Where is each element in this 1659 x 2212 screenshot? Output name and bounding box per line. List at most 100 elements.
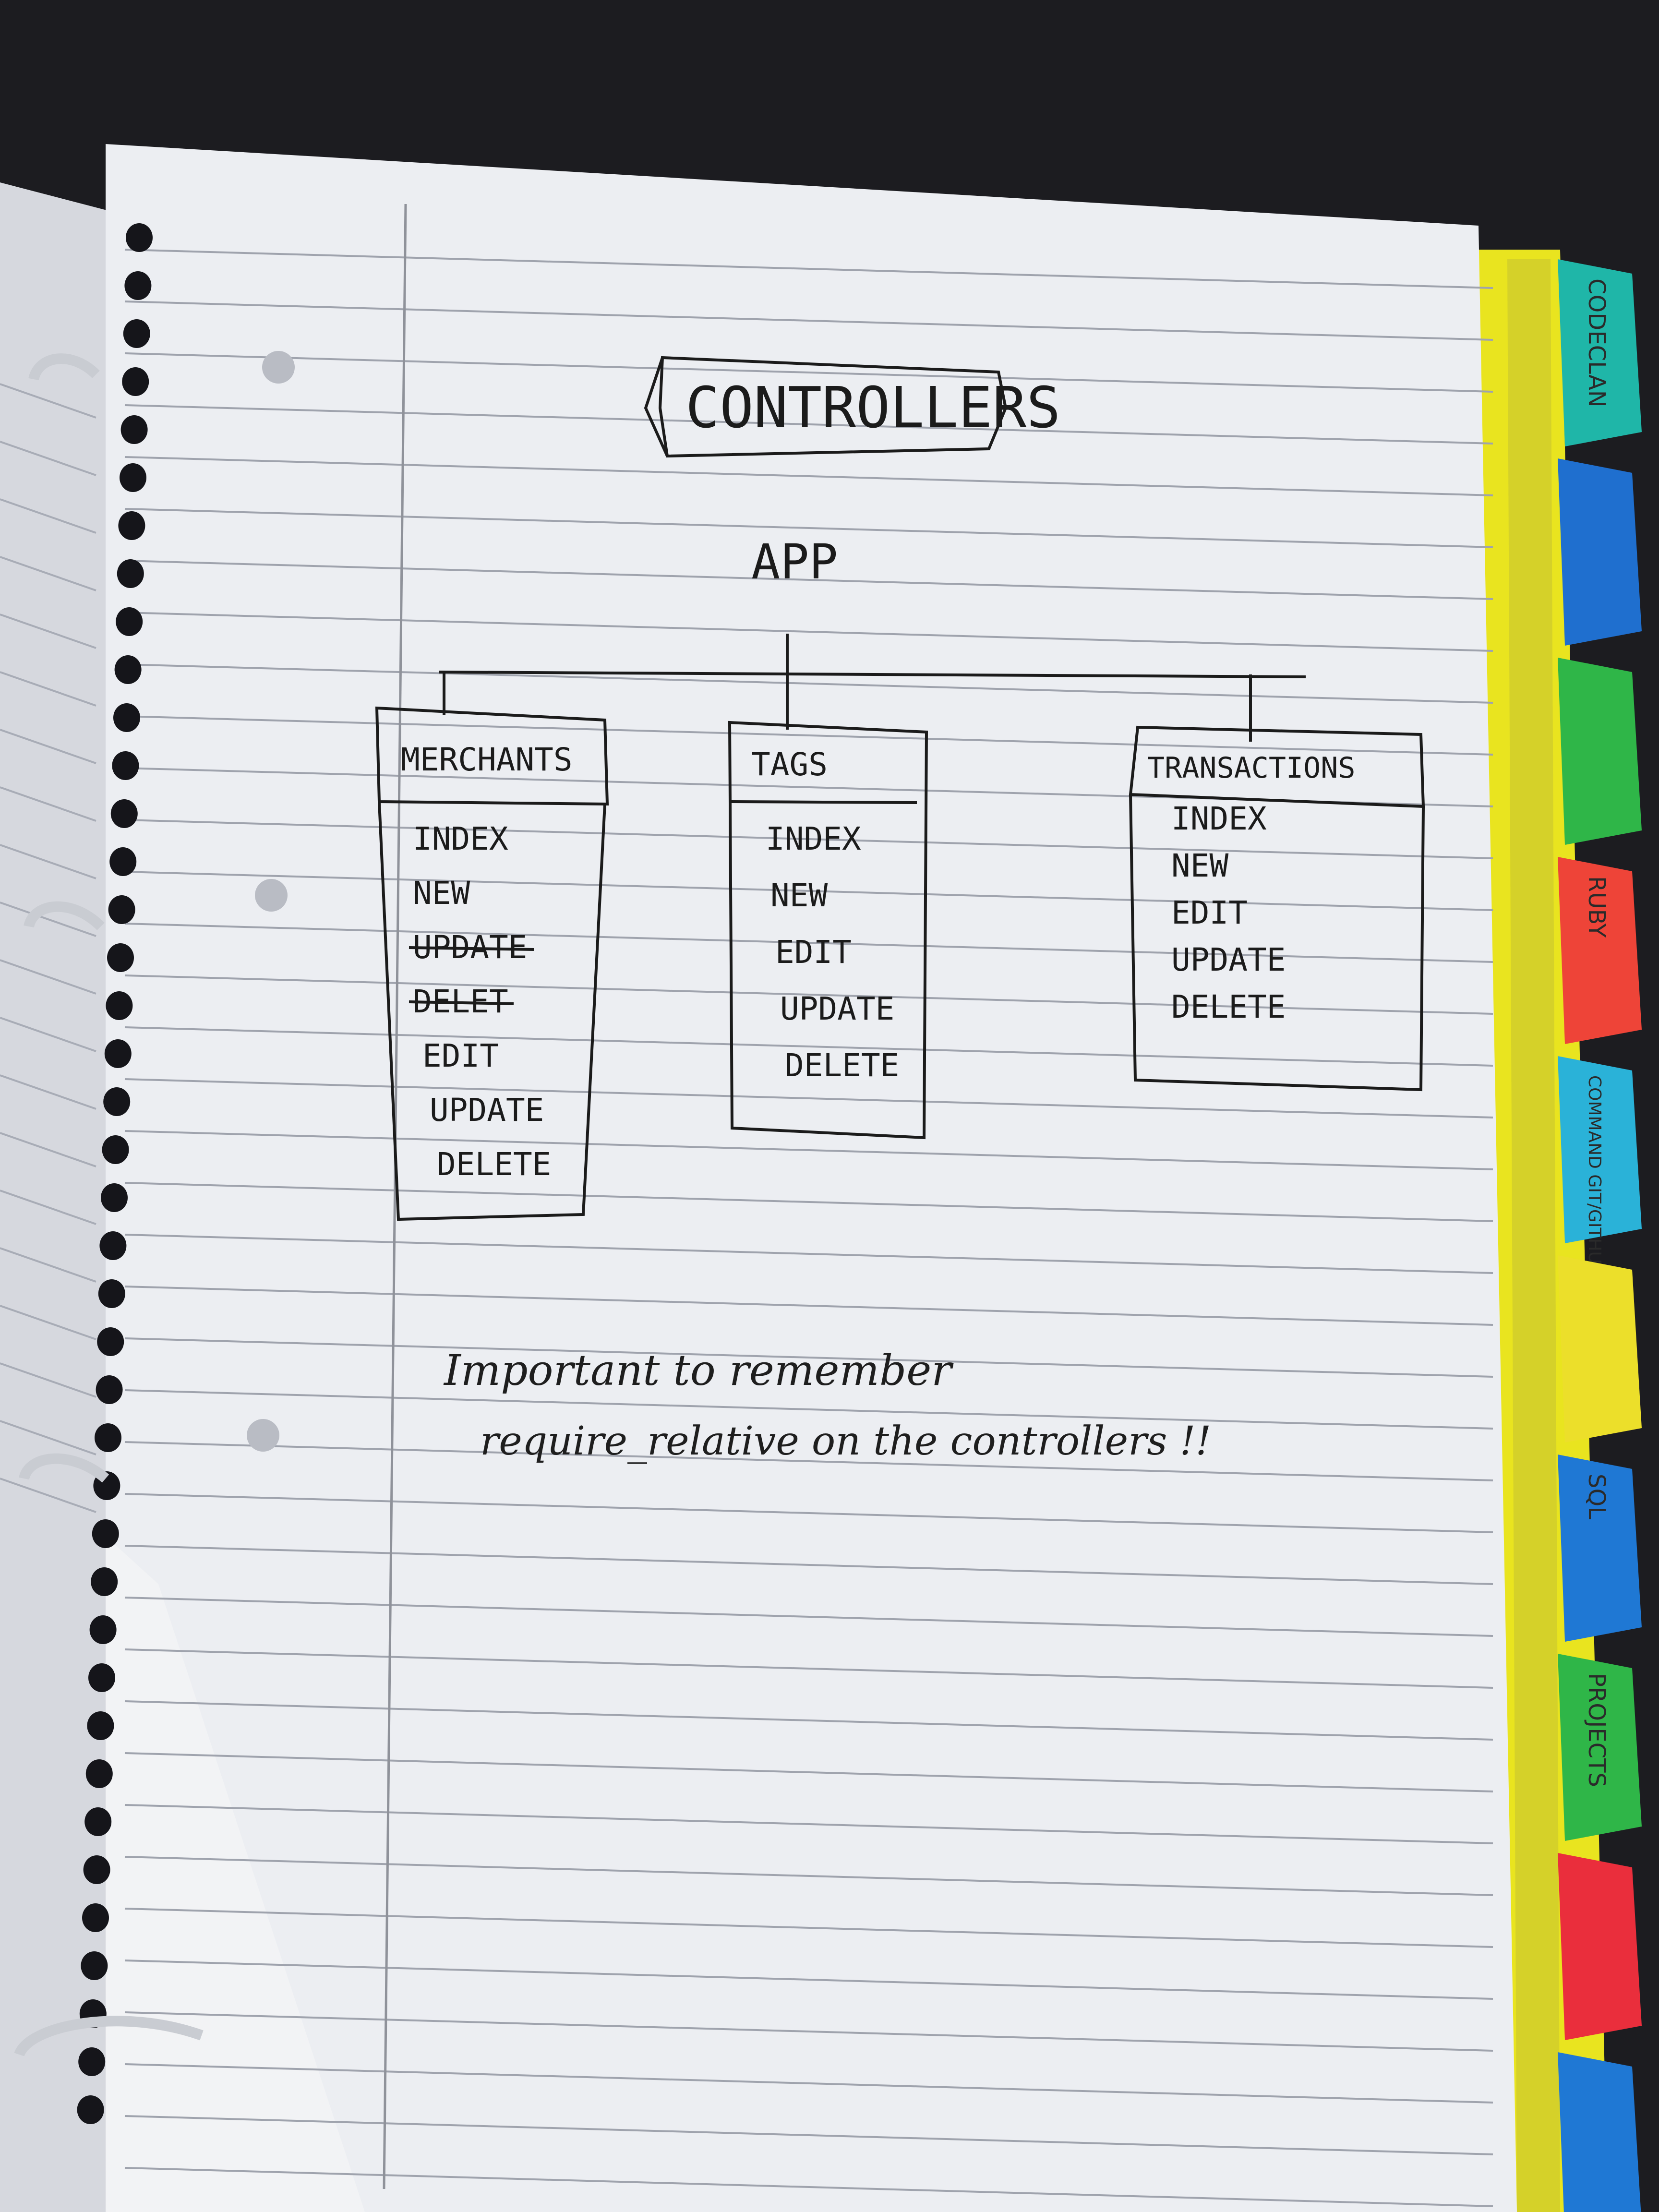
binder-tab-shape (1558, 1853, 1642, 2040)
spiral-hole (88, 1663, 115, 1692)
strikethrough (409, 1000, 514, 1005)
rule-line (124, 1026, 1493, 1067)
controller-action: UPDATE (430, 1092, 544, 1129)
binder-tab-shape (1558, 857, 1642, 1044)
spiral-hole (81, 1951, 108, 1980)
binder-tab-label: PROJECTS (1583, 1673, 1610, 1787)
spiral-hole (91, 1567, 118, 1596)
spiral-hole (87, 1711, 114, 1740)
rule-line (124, 612, 1493, 652)
tags-box (728, 721, 928, 1140)
spiral-hole (78, 2047, 106, 2076)
spiral-hole (97, 1327, 124, 1356)
rule-line (124, 974, 1493, 1015)
rule-line (124, 456, 1493, 496)
controller-action: EDIT (1171, 894, 1248, 931)
controller-action: DELETE (785, 1047, 899, 1084)
controller-action: INDEX (766, 820, 861, 857)
tags-title: TAGS (751, 746, 828, 783)
binder-tab-label: RUBY (1583, 876, 1610, 938)
controller-action: NEW (770, 877, 828, 914)
rule-line (124, 1389, 1493, 1430)
spiral-hole (106, 991, 133, 1020)
binder-tab (1558, 1853, 1642, 2040)
spiral-hole (96, 1375, 123, 1404)
lined-page (106, 144, 1517, 2212)
binder-tab: COMMAND GIT/GITHUB (1558, 1056, 1642, 1276)
left-page-stack (0, 182, 110, 2212)
rule-line (124, 1856, 1493, 1896)
spiral-hole (83, 1855, 110, 1884)
spiral-hole (126, 223, 153, 252)
binder-tab (1558, 1255, 1642, 1443)
merchants-header-box (375, 706, 609, 806)
spiral-hole (123, 319, 150, 348)
rule-line (124, 1078, 1493, 1118)
binder-tab-label: CODECLAN (1583, 278, 1610, 408)
spiral-hole (95, 1423, 121, 1452)
spiral-hole (89, 1615, 117, 1644)
rule-line (124, 1337, 1493, 1378)
spiral-hole (99, 1231, 127, 1260)
spiral-hole (116, 607, 143, 636)
ruled-lines (124, 249, 1493, 2207)
rule-line (124, 1182, 1493, 1222)
binder-tab-label: SQL (1583, 1474, 1610, 1519)
title-box-left-point (644, 357, 669, 457)
controller-action: EDIT (422, 1037, 499, 1074)
rule-line (124, 1908, 1493, 1948)
punch-hole-top (262, 351, 295, 384)
spiral-hole (114, 655, 142, 684)
note-line-2: require_relative on the controllers !! (480, 1419, 1211, 1464)
controller-action: NEW (413, 875, 470, 912)
controller-action: UPDATE (1171, 941, 1286, 978)
spiral-hole (98, 1279, 125, 1308)
rule-line (124, 2063, 1493, 2104)
spiral-hole (108, 895, 135, 924)
note-line-1: Important to remember (443, 1346, 954, 1395)
controller-labels: MERCHANTS TAGS TRANSACTIONS (401, 741, 1355, 785)
rule-line (124, 1234, 1493, 1274)
margin-line (383, 204, 407, 2189)
punch-hole-bottom (247, 1419, 279, 1452)
spiral-hole (112, 751, 139, 780)
binder-tab-shape (1558, 1455, 1642, 1642)
controller-action: INDEX (413, 820, 508, 857)
torn-page-corner (106, 1536, 365, 2212)
rule-line (124, 1286, 1493, 1326)
punch-hole-middle (255, 879, 288, 912)
binder-tab: CODECLAN (1558, 259, 1642, 446)
title-box (658, 356, 1008, 458)
spiral-hole (103, 1087, 131, 1116)
binder-tab-shape (1558, 1056, 1642, 1243)
spiral-hole (77, 2095, 104, 2124)
spiral-hole (84, 1807, 112, 1836)
binder-tab (1558, 658, 1642, 845)
rule-line (124, 404, 1493, 445)
spiral-hole (117, 559, 144, 588)
rule-line (124, 871, 1493, 911)
merchants-title: MERCHANTS (401, 741, 573, 778)
controller-action: DELETE (1171, 988, 1286, 1025)
diagram-title: CONTROLLERS (685, 374, 1060, 441)
spiral-hole (120, 463, 146, 492)
spiral-hole (110, 799, 138, 828)
spiral-hole (107, 943, 134, 972)
spiral-holes (77, 223, 153, 2124)
binder-tab-shape (1558, 458, 1642, 646)
binder-tab-shape (1558, 259, 1642, 446)
controller-action: EDIT (775, 934, 852, 971)
spiral-hole (113, 703, 140, 732)
rule-line (124, 1130, 1493, 1170)
root-node: APP (751, 534, 838, 590)
rule-line (124, 508, 1493, 548)
rule-line (124, 819, 1493, 859)
binder-tab-shape (1558, 2052, 1641, 2212)
left-page-lines (0, 383, 96, 1513)
rule-line (124, 1804, 1493, 1844)
rule-line (124, 2011, 1493, 2052)
spiral-hole (118, 511, 145, 540)
spiral-hole (85, 1759, 113, 1788)
rule-line (124, 1752, 1493, 1792)
